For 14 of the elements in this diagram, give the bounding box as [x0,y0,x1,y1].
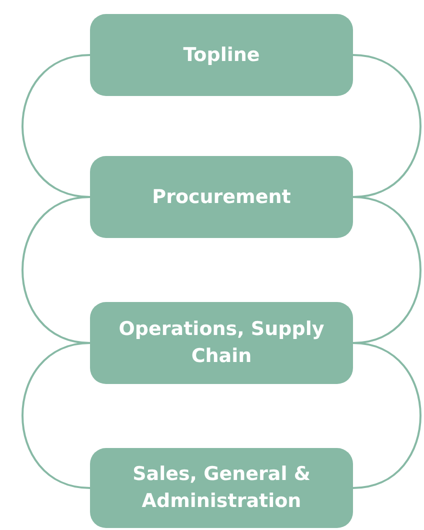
connector-curve [22,342,90,489]
process-box [90,14,353,96]
box-label: Procurement [152,184,291,210]
process-box [90,156,353,238]
connector-curve [352,196,422,344]
box-label: Operations, Supply Chain [118,317,326,369]
connector-curve [352,342,422,489]
box-label: Sales, General & Administration [132,462,312,514]
box-label: Topline [183,42,260,68]
connector-curve [352,54,422,198]
process-box [90,448,353,528]
process-box [90,302,353,384]
connector-curve [22,54,90,198]
connector-curve [22,196,90,344]
